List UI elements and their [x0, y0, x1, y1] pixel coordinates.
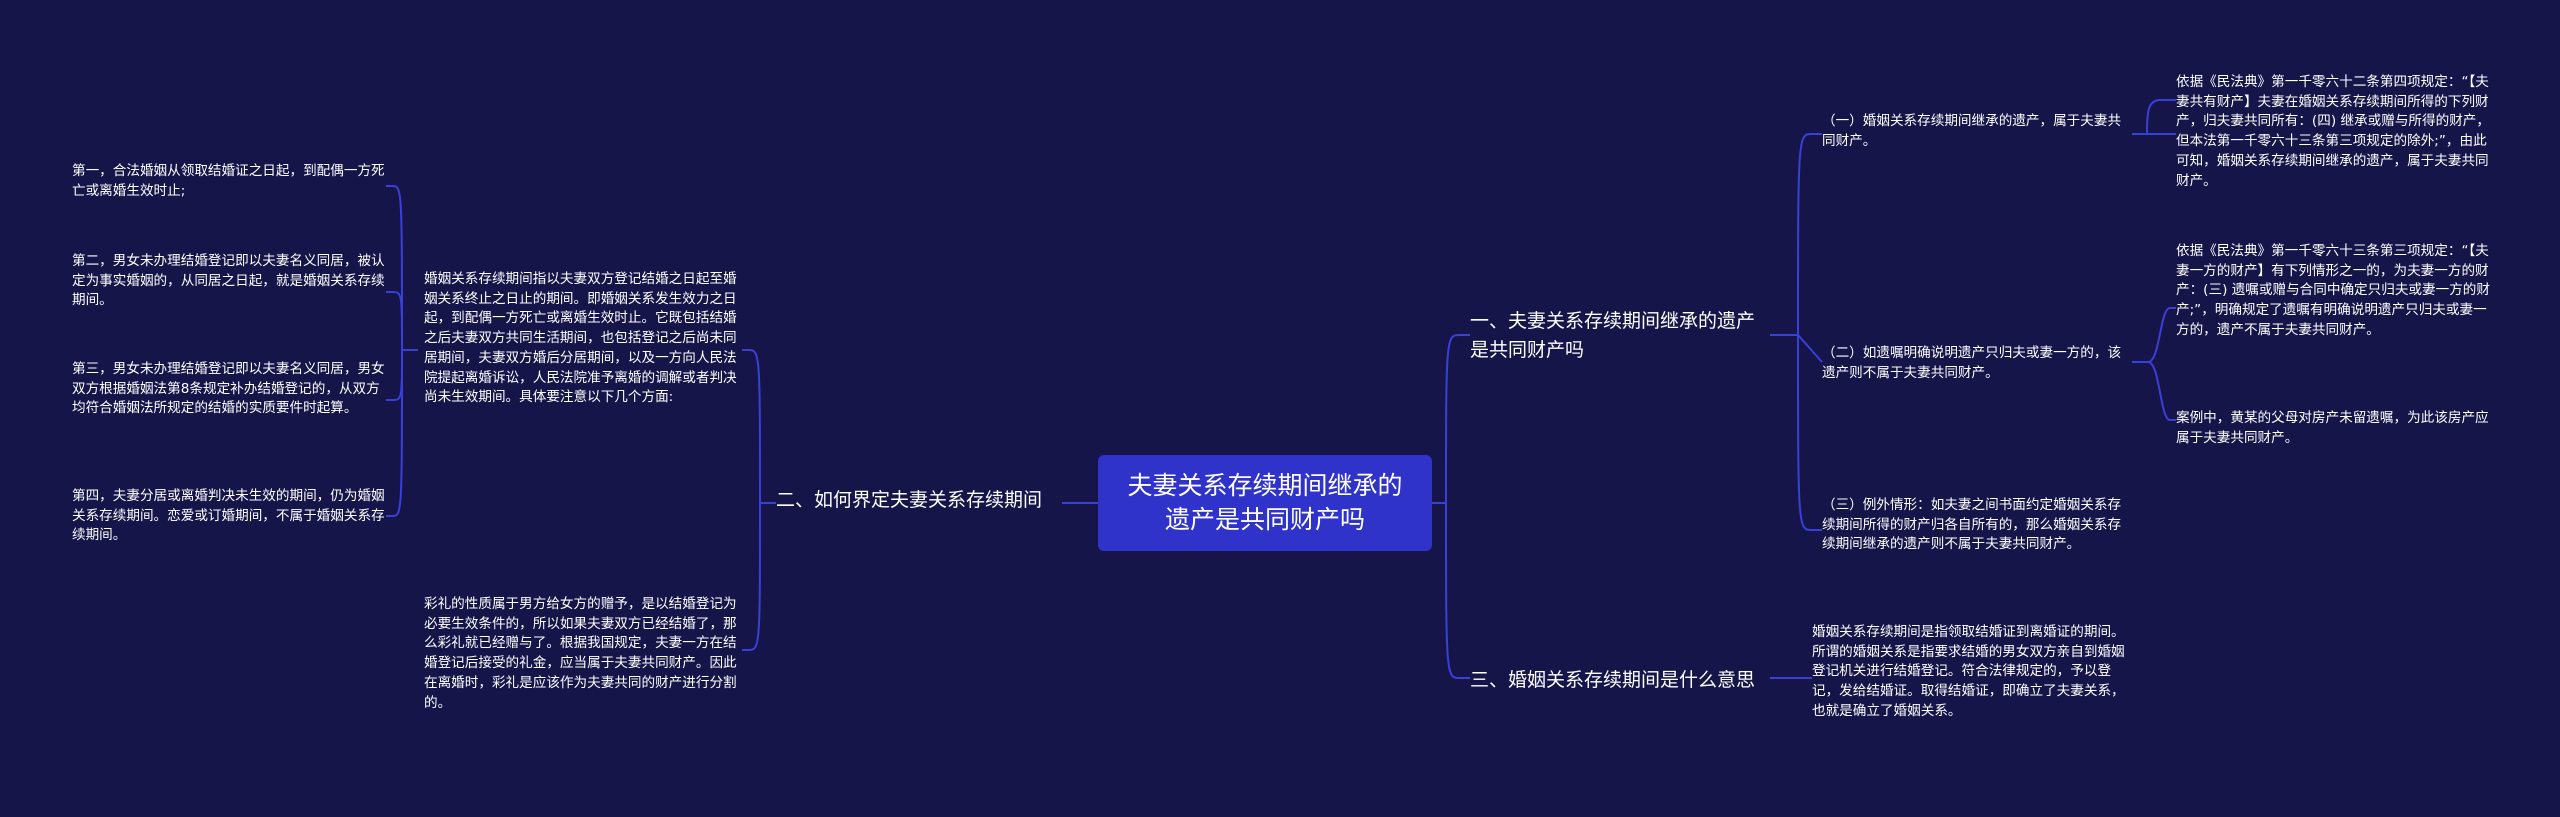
branch-1-topic[interactable]: 一、夫妻关系存续期间继承的遗产是共同财产吗 [1470, 310, 1756, 361]
branch-2-gift[interactable]: 彩礼的性质属于男方给女方的赠予，是以结婚登记为必要生效条件的，所以如果夫妻双方已… [424, 596, 737, 711]
root-topic[interactable]: 夫妻关系存续期间继承的遗产是共同财产吗 [1098, 455, 1432, 551]
branch-2-point-2[interactable]: 第二，男女未办理结婚登记即以夫妻名义同居，被认定为事实婚姻的，从同居之日起，就是… [72, 253, 385, 309]
branch-2-topic[interactable]: 二、如何界定夫妻关系存续期间 [776, 489, 1043, 511]
branch-1-item-2-detail-2[interactable]: 案例中，黄某的父母对房产未留遗嘱，为此该房产应属于夫妻共同财产。 [2176, 410, 2489, 446]
branch-1-item-1[interactable]: （一）婚姻关系存续期间继承的遗产，属于夫妻共同财产。 [1822, 113, 2122, 149]
branch-2-summary[interactable]: 婚姻关系存续期间指以夫妻双方登记结婚之日起至婚姻关系终止之日止的期间。即婚姻关系… [424, 271, 737, 406]
branch-2-point-4[interactable]: 第四，夫妻分居或离婚判决未生效的期间，仍为婚姻关系存续期间。恋爱或订婚期间，不属… [72, 488, 385, 544]
branch-3-detail[interactable]: 婚姻关系存续期间是指领取结婚证到离婚证的期间。所谓的婚姻关系是指要求结婚的男女双… [1812, 624, 2125, 719]
branch-3-topic[interactable]: 三、婚姻关系存续期间是什么意思 [1470, 669, 1756, 691]
branch-1-item-1-detail[interactable]: 依据《民法典》第一千零六十二条第四项规定：“【夫妻共有财产】夫妻在婚姻关系存续期… [2176, 74, 2490, 189]
branch-1-item-2[interactable]: （二）如遗嘱明确说明遗产只归夫或妻一方的，该遗产则不属于夫妻共同财产。 [1822, 345, 2122, 381]
branch-1-item-2-detail-1[interactable]: 依据《民法典》第一千零六十三条第三项规定：“【夫妻一方的财产】有下列情形之一的，… [2176, 243, 2490, 338]
branch-1-item-3[interactable]: （三）例外情形：如夫妻之间书面约定婚姻关系存续期间所得的财产归各自所有的，那么婚… [1822, 497, 2122, 553]
branch-2-point-1[interactable]: 第一，合法婚姻从领取结婚证之日起，到配偶一方死亡或离婚生效时止; [72, 163, 385, 199]
branch-2-point-3[interactable]: 第三，男女未办理结婚登记即以夫妻名义同居，男女双方根据婚姻法第8条规定补办结婚登… [72, 361, 385, 417]
